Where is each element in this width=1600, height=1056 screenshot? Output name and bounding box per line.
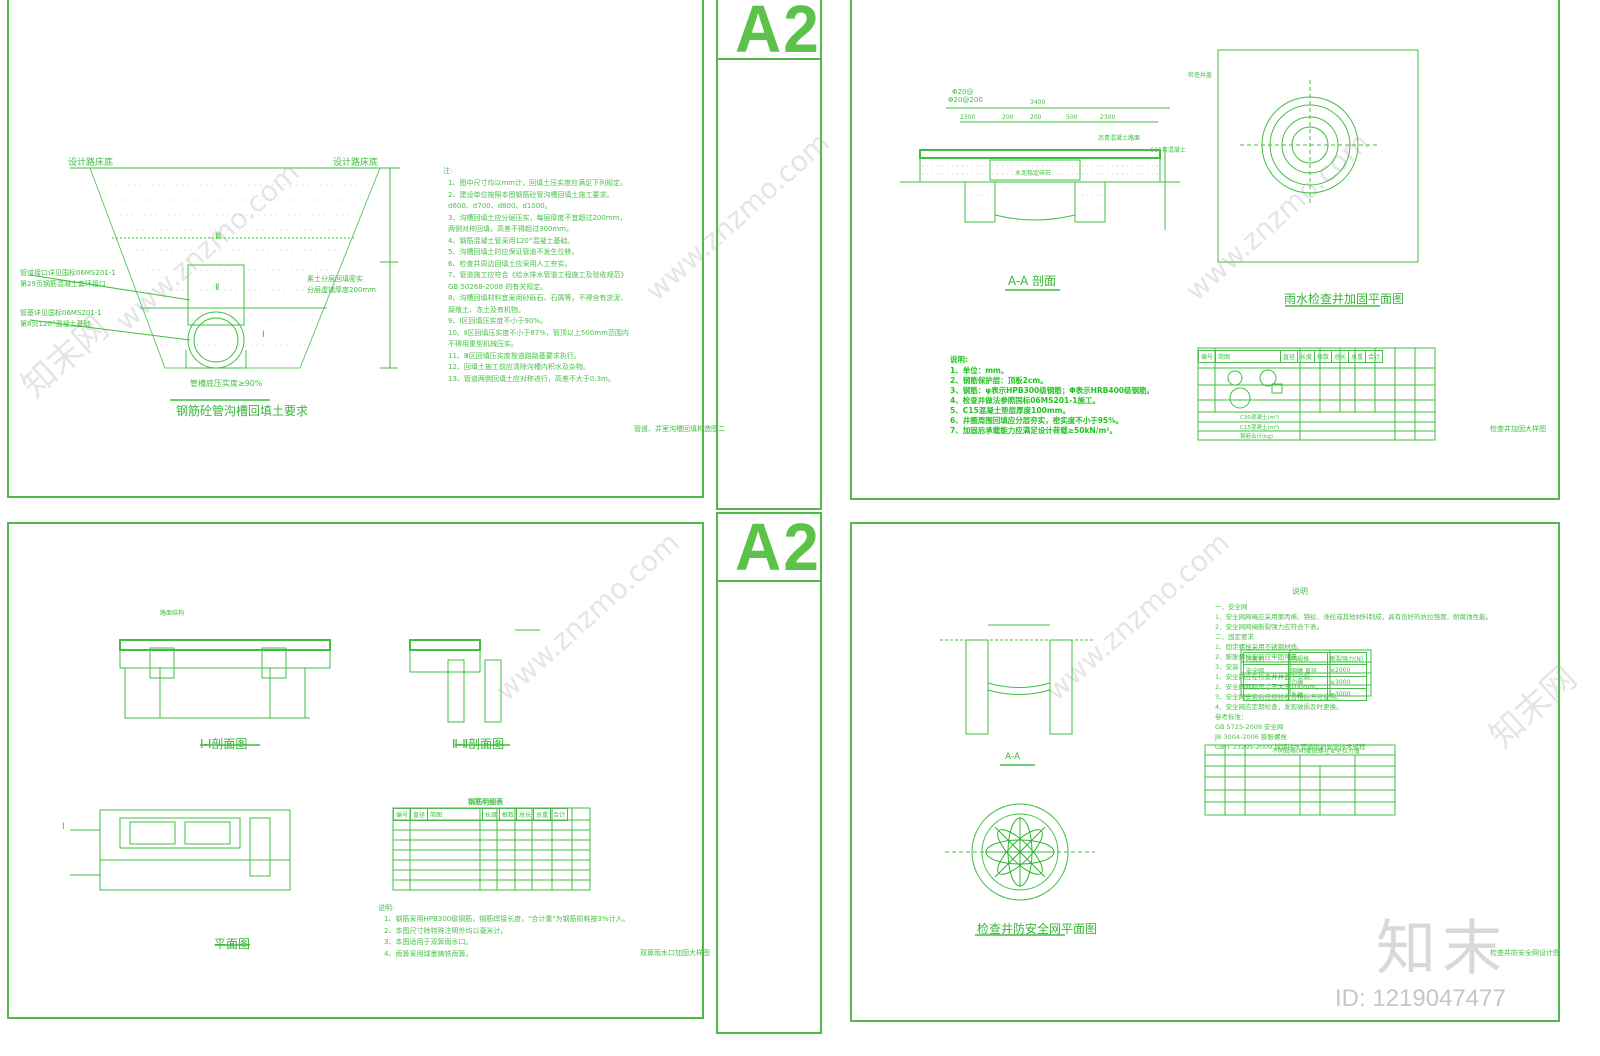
aa-section-title: A-A 剖面 bbox=[1008, 274, 1057, 288]
a2-strip-bottom bbox=[716, 512, 822, 1034]
sheet-top-right bbox=[850, 0, 1560, 500]
a2-strip-top bbox=[716, 0, 822, 510]
bolt-table-title: 不同规格(M)膨胀螺栓安全拉力值 bbox=[1272, 748, 1360, 755]
tr-th-0: 编号 bbox=[1197, 350, 1217, 363]
bottom-left-notes-header: 说明: bbox=[378, 904, 395, 912]
top-left-drawing-title: 钢筋砼管沟槽回填土要求 bbox=[176, 404, 309, 418]
inlet-plan-title: 平面图 bbox=[214, 937, 251, 951]
top-right-notes-header: 说明: bbox=[950, 355, 968, 364]
tr-th-2: 直径 bbox=[1280, 350, 1299, 363]
a2-label-top: A2 bbox=[735, 0, 821, 67]
plan-frame bbox=[1217, 49, 1419, 263]
rebar-table-title: 钢筋明细表 bbox=[468, 798, 503, 806]
net-cell-2-2: ≥3000 bbox=[1327, 688, 1367, 701]
summary-1: C30混凝土(m³) bbox=[1240, 415, 1280, 421]
dim-seg-2: 200 bbox=[1002, 114, 1014, 121]
sheet-bottom-right bbox=[850, 522, 1560, 1022]
bl-th-2: 简图 bbox=[427, 808, 484, 821]
watermark-logo: 知末 bbox=[1376, 914, 1508, 984]
pipe-box bbox=[187, 264, 245, 326]
design-ground-right-label: 设计路床底 bbox=[333, 158, 379, 168]
net-section-title: A-A bbox=[1005, 752, 1021, 762]
net-cell-0-1: 网绳 直径 bbox=[1288, 664, 1328, 677]
bl-th-0: 编号 bbox=[392, 808, 412, 821]
zone-1-label: Ⅰ bbox=[262, 330, 265, 340]
zone-3-label: Ⅲ bbox=[215, 232, 222, 242]
sheet-bottom-left bbox=[7, 522, 704, 1019]
zone-2-label: Ⅱ bbox=[215, 283, 220, 293]
top-left-notes-header: 注: bbox=[443, 167, 453, 175]
tr-th-6: 总重 bbox=[1348, 350, 1367, 363]
a2-divider-bottom bbox=[716, 580, 822, 582]
bottom-left-title-block: 双箅雨水口加固大样图 bbox=[640, 949, 710, 957]
bottom-right-notes-header: 说明 bbox=[1292, 587, 1308, 596]
base-label: 水泥稳定碎石 bbox=[1015, 170, 1052, 177]
top-dimension: 3400 bbox=[1030, 99, 1046, 106]
section-mark-left: Ⅰ bbox=[62, 822, 65, 832]
net-cell-1-2: ≥3000 bbox=[1327, 676, 1367, 689]
watermark-id: ID: 1219047477 bbox=[1335, 985, 1506, 1012]
dim-seg-3: 200 bbox=[1030, 114, 1042, 121]
net-table: 网类别 网规格 断裂强力(N) 安全网 网绳 直径 ≥2000 边绳 ≥3000… bbox=[1243, 652, 1367, 701]
bl-th-3: 长度 bbox=[482, 808, 501, 821]
section-2-title: Ⅱ-Ⅱ剖面图 bbox=[452, 737, 505, 751]
right-concrete-label: C15素混凝土 bbox=[1150, 147, 1186, 154]
pipe-joint-note-2: 第29页钢筋混凝土套环接口 bbox=[20, 280, 106, 288]
bl-th-5: 总长 bbox=[516, 808, 535, 821]
tr-th-4: 根数 bbox=[1314, 350, 1333, 363]
net-cell-1-0 bbox=[1243, 676, 1289, 689]
surface-label: 沥青混凝土路面 bbox=[1098, 135, 1141, 142]
a2-divider-top bbox=[716, 58, 822, 60]
net-cell-0-2: ≥2000 bbox=[1327, 664, 1367, 677]
pavement-label: 路面结构 bbox=[160, 610, 185, 617]
pipe-inner-circle bbox=[193, 317, 239, 363]
backfill-note-1: 素土分层回填密实 bbox=[307, 275, 363, 283]
top-left-title-block: 管道、井室沟槽回填构造图二 bbox=[634, 425, 725, 433]
rebar-table bbox=[1197, 347, 1436, 441]
tr-th-5: 总长 bbox=[1331, 350, 1350, 363]
backfill-note-2: 分层虚铺厚度200mm bbox=[307, 286, 376, 294]
net-cell-2-0 bbox=[1243, 688, 1289, 701]
tr-th-7: 合计 bbox=[1365, 350, 1384, 363]
bl-th-4: 根数 bbox=[499, 808, 518, 821]
bottom-left-table-header: 编号 直径 简图 长度 根数 总长 总重 合计 bbox=[392, 808, 569, 821]
tr-th-3: 长度 bbox=[1297, 350, 1316, 363]
summary-3: 钢筋合计(kg) bbox=[1240, 434, 1273, 440]
plan-cover-label: 检查井盖 bbox=[1188, 72, 1213, 79]
top-right-table-header: 编号 简图 直径 长度 根数 总长 总重 合计 bbox=[1197, 350, 1384, 363]
pipe-base-note-1: 管基详见国标06MS201-1 bbox=[20, 309, 102, 317]
design-ground-left-label: 设计路床底 bbox=[68, 158, 114, 168]
net-th-2: 断裂强力(N) bbox=[1327, 652, 1367, 665]
net-cell-0-0: 安全网 bbox=[1243, 664, 1289, 677]
top-right-title-block: 检查井加固大样图 bbox=[1490, 425, 1546, 433]
net-cell-2-1: 系绳 bbox=[1288, 688, 1328, 701]
bl-th-7: 合计 bbox=[550, 808, 569, 821]
net-th-1: 网规格 bbox=[1288, 652, 1328, 665]
sheet-top-left bbox=[7, 0, 704, 498]
net-th-0: 网类别 bbox=[1243, 652, 1289, 665]
summary-2: C15混凝土(m³) bbox=[1240, 425, 1280, 431]
net-plan-title: 检查井防安全网平面图 bbox=[977, 922, 1098, 936]
bottom-left-notes-body: 1、钢筋采用HPB300级钢筋，钢筋焊接长度，"合计重"为钢筋损耗按3%计入。 … bbox=[384, 915, 630, 958]
dim-seg-4: 500 bbox=[1066, 114, 1078, 121]
rebar-tag-1: Φ20@ bbox=[952, 88, 974, 96]
pipe-base-note-2: 第8页120°混凝土基础 bbox=[20, 320, 91, 328]
pipe-joint-note-1: 管道接口详见国标06MS201-1 bbox=[20, 269, 116, 277]
bottom-right-title-block: 检查井防安全网设计图 bbox=[1490, 949, 1560, 957]
bl-th-6: 总重 bbox=[533, 808, 552, 821]
rebar-tag-2: Φ20@200 bbox=[948, 96, 983, 104]
bl-th-1: 直径 bbox=[410, 808, 429, 821]
a2-label-bottom: A2 bbox=[735, 509, 821, 585]
net-cell-1-1: 边绳 bbox=[1288, 676, 1328, 689]
top-right-notes-body: 1、单位：mm。 2、钢筋保护层：顶板2cm。 3、钢筋：φ表示HPB300级钢… bbox=[950, 366, 1155, 435]
plan-title: 雨水检查井加固平面图 bbox=[1284, 292, 1405, 306]
trench-bottom-note: 管槽底压实度≥90% bbox=[190, 379, 263, 388]
dim-seg-1: 2300 bbox=[960, 114, 976, 121]
top-left-notes-body: 1、图中尺寸均以mm计，回填土压实度应满足下列规定。 2、建设单位按照本图钢筋砼… bbox=[448, 179, 629, 383]
tr-th-1: 简图 bbox=[1215, 350, 1282, 363]
inlet-plan-outline bbox=[99, 809, 291, 891]
section-1-title: Ⅰ-Ⅰ剖面图 bbox=[200, 737, 248, 751]
pipe-cradle bbox=[185, 350, 247, 369]
dim-seg-5: 2300 bbox=[1100, 114, 1116, 121]
